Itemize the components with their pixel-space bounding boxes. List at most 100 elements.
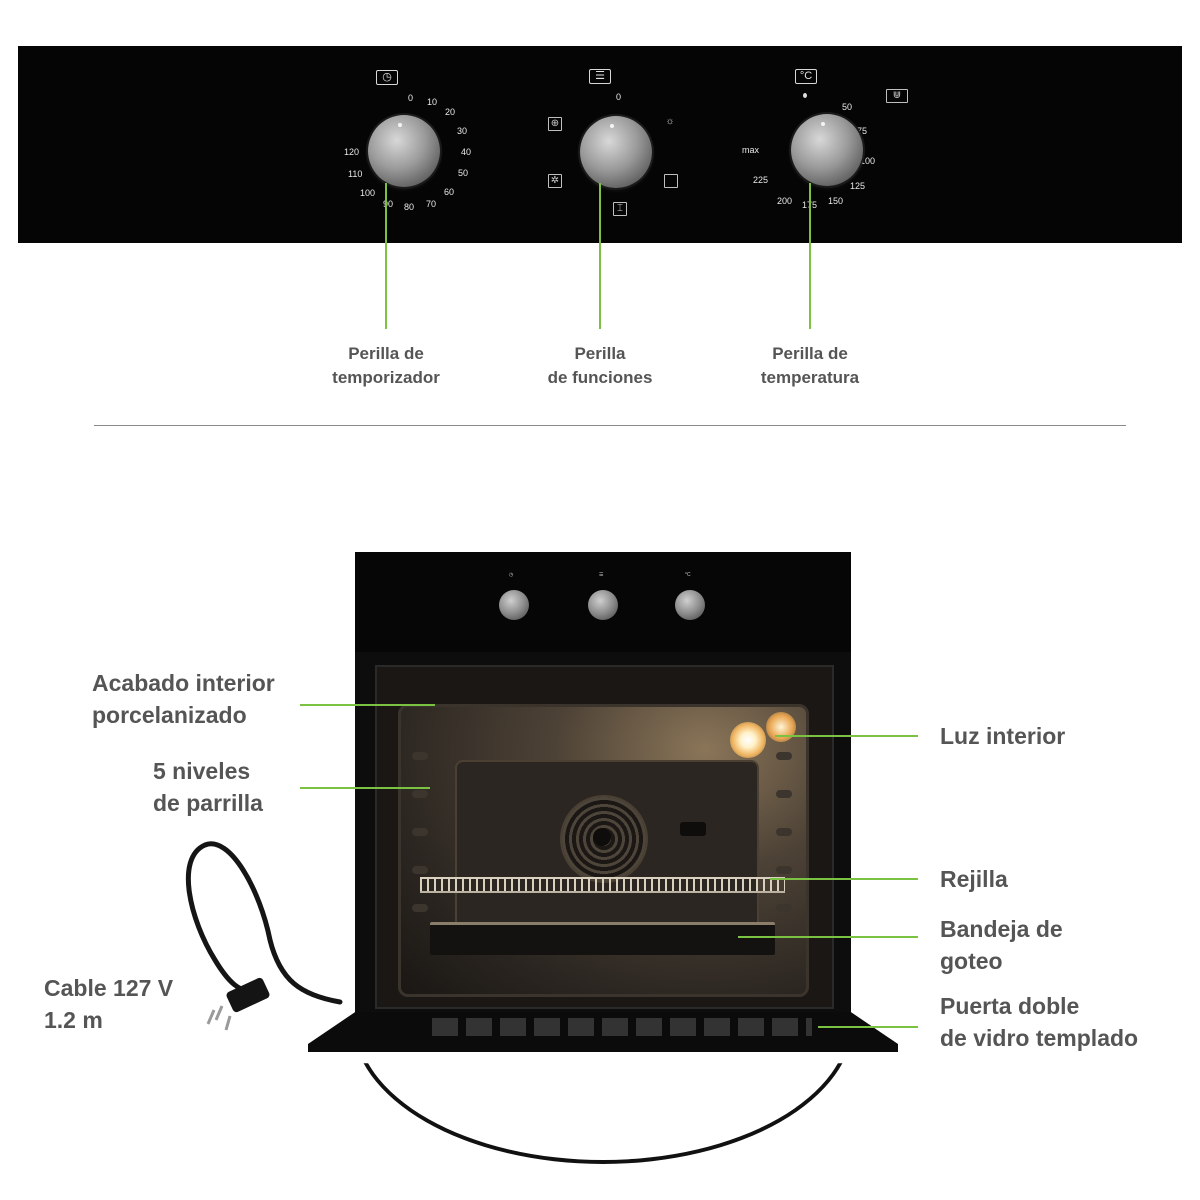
door-leader-line: [818, 1026, 918, 1028]
top-heat-fan-icon: ⊕: [548, 117, 562, 131]
light-leader-line: [775, 735, 918, 737]
temperature-scale-225: 225: [753, 175, 769, 185]
timer-scale-50: 50: [458, 168, 469, 178]
timer-scale-0: 0: [408, 93, 414, 103]
interior-finish-label-line-2: porcelanizado: [92, 702, 247, 728]
timer-scale-120: 120: [344, 147, 360, 157]
drip-tray-label-line-2: goteo: [940, 948, 1003, 974]
temperature-leader-line: [809, 183, 811, 329]
temperature-knob[interactable]: [791, 114, 863, 186]
interior-finish-leader-line: [300, 704, 435, 706]
timer-knob-label-line-1: Perilla de: [348, 344, 424, 363]
section-divider: [94, 425, 1126, 426]
drip-tray-leader-line: [738, 936, 918, 938]
mini-temperature-knob: [675, 590, 705, 620]
rack-label: Rejilla: [940, 863, 1008, 895]
rack-levels-label: 5 niveles de parrilla: [153, 755, 263, 819]
temperature-knob-label: Perilla de temperatura: [720, 342, 900, 390]
timer-knob-group: ◷ 0 10 20 30 40 50 60 70 80 90 100 110 1…: [290, 46, 520, 243]
function-knob-group: ☰ 0 ⊕ ☼ ✲ ⌶: [506, 46, 736, 243]
temperature-knob-label-line-1: Perilla de: [772, 344, 848, 363]
temperature-scale-75: 75: [857, 126, 868, 136]
fan-hub: [593, 828, 611, 846]
right-rack-rung: [776, 866, 792, 874]
rack-label-line-1: Rejilla: [940, 866, 1008, 892]
door-label-line-2: de vidro templado: [940, 1025, 1139, 1051]
timer-scale-60: 60: [444, 187, 455, 197]
timer-knob[interactable]: [368, 115, 440, 187]
mini-timer-knob: [499, 590, 529, 620]
timer-scale-80: 80: [404, 202, 415, 212]
off-marker-icon: [803, 93, 807, 98]
cable-label: Cable 127 V 1.2 m: [44, 972, 173, 1036]
defrost-icon: ⋓: [886, 89, 908, 103]
rack-levels-label-line-1: 5 niveles: [153, 758, 251, 784]
timer-scale-40: 40: [461, 147, 472, 157]
function-leader-line: [599, 183, 601, 329]
function-knob-label: Perilla de funciones: [510, 342, 690, 390]
mini-menu-icon: ☰: [599, 572, 604, 578]
fan-icon: ✲: [548, 174, 562, 188]
mini-function-knob: [588, 590, 618, 620]
temperature-knob-group: °C ⋓ 50 75 100 125 150 175 200 225 max: [714, 46, 944, 243]
right-rack-rung: [776, 904, 792, 912]
temperature-knob-label-line-2: temperatura: [760, 368, 860, 387]
door-label-line-1: Puerta doble: [940, 993, 1080, 1019]
cable-label-line-1: Cable 127 V: [44, 975, 174, 1001]
left-rack-rung: [412, 752, 428, 760]
drip-tray-label-line-1: Bandeja de: [940, 916, 1063, 942]
rack-levels-label-line-2: de parrilla: [153, 790, 263, 816]
timer-scale-20: 20: [445, 107, 456, 117]
door-label: Puerta doble de vidro templado: [940, 990, 1138, 1054]
temperature-scale-max: max: [742, 145, 760, 155]
interior-finish-label: Acabado interior porcelanizado: [92, 667, 275, 731]
temperature-scale-125: 125: [850, 181, 866, 191]
mini-celsius-icon: °C: [685, 572, 691, 578]
grill-icon: ⌶: [613, 202, 627, 216]
timer-scale-110: 110: [348, 169, 363, 179]
light-icon: ☼: [665, 116, 675, 127]
timer-scale-30: 30: [457, 126, 468, 136]
left-rack-rung: [412, 904, 428, 912]
rack-leader-line: [770, 878, 918, 880]
drip-tray-label: Bandeja de goteo: [940, 913, 1063, 977]
oven-back-wall: [455, 760, 759, 954]
function-scale-0: 0: [616, 92, 622, 102]
cable-label-line-2: 1.2 m: [44, 1007, 103, 1033]
left-rack-rung: [412, 828, 428, 836]
celsius-icon: °C: [795, 69, 817, 84]
temperature-scale-200: 200: [777, 196, 793, 206]
timer-scale-10: 10: [427, 97, 438, 107]
temperature-scale-150: 150: [828, 196, 844, 206]
function-knob[interactable]: [580, 116, 652, 188]
interior-lamp-icon: [730, 722, 766, 758]
clock-icon: ◷: [376, 70, 398, 85]
back-wall-slot: [680, 822, 706, 836]
mini-clock-icon: ◷: [509, 572, 514, 578]
light-label-line-1: Luz interior: [940, 723, 1066, 749]
temperature-scale-100: 100: [860, 156, 876, 166]
lamp-glow: [766, 712, 796, 742]
function-knob-label-line-1: Perilla: [574, 344, 626, 363]
rack-levels-leader-line: [300, 787, 430, 789]
oven-control-strip: ◷ ☰ °C: [355, 552, 851, 652]
timer-knob-label: Perilla de temporizador: [296, 342, 476, 390]
bottom-heat-icon: [664, 174, 678, 188]
light-label: Luz interior: [940, 720, 1065, 752]
timer-scale-70: 70: [426, 199, 437, 209]
menu-icon: ☰: [589, 69, 611, 84]
wire-rack: [420, 877, 785, 893]
timer-scale-90: 90: [383, 199, 394, 209]
function-knob-label-line-2: de funciones: [547, 368, 653, 387]
timer-leader-line: [385, 183, 387, 329]
drip-tray: [430, 922, 775, 955]
interior-finish-label-line-1: Acabado interior: [92, 670, 275, 696]
door-vents: [432, 1018, 812, 1036]
timer-knob-label-line-2: temporizador: [332, 368, 440, 387]
left-rack-rung: [412, 790, 428, 798]
left-rack-rung: [412, 866, 428, 874]
timer-scale-100: 100: [360, 188, 376, 198]
right-rack-rung: [776, 752, 792, 760]
power-cable-icon: [185, 841, 343, 1031]
right-rack-rung: [776, 828, 792, 836]
